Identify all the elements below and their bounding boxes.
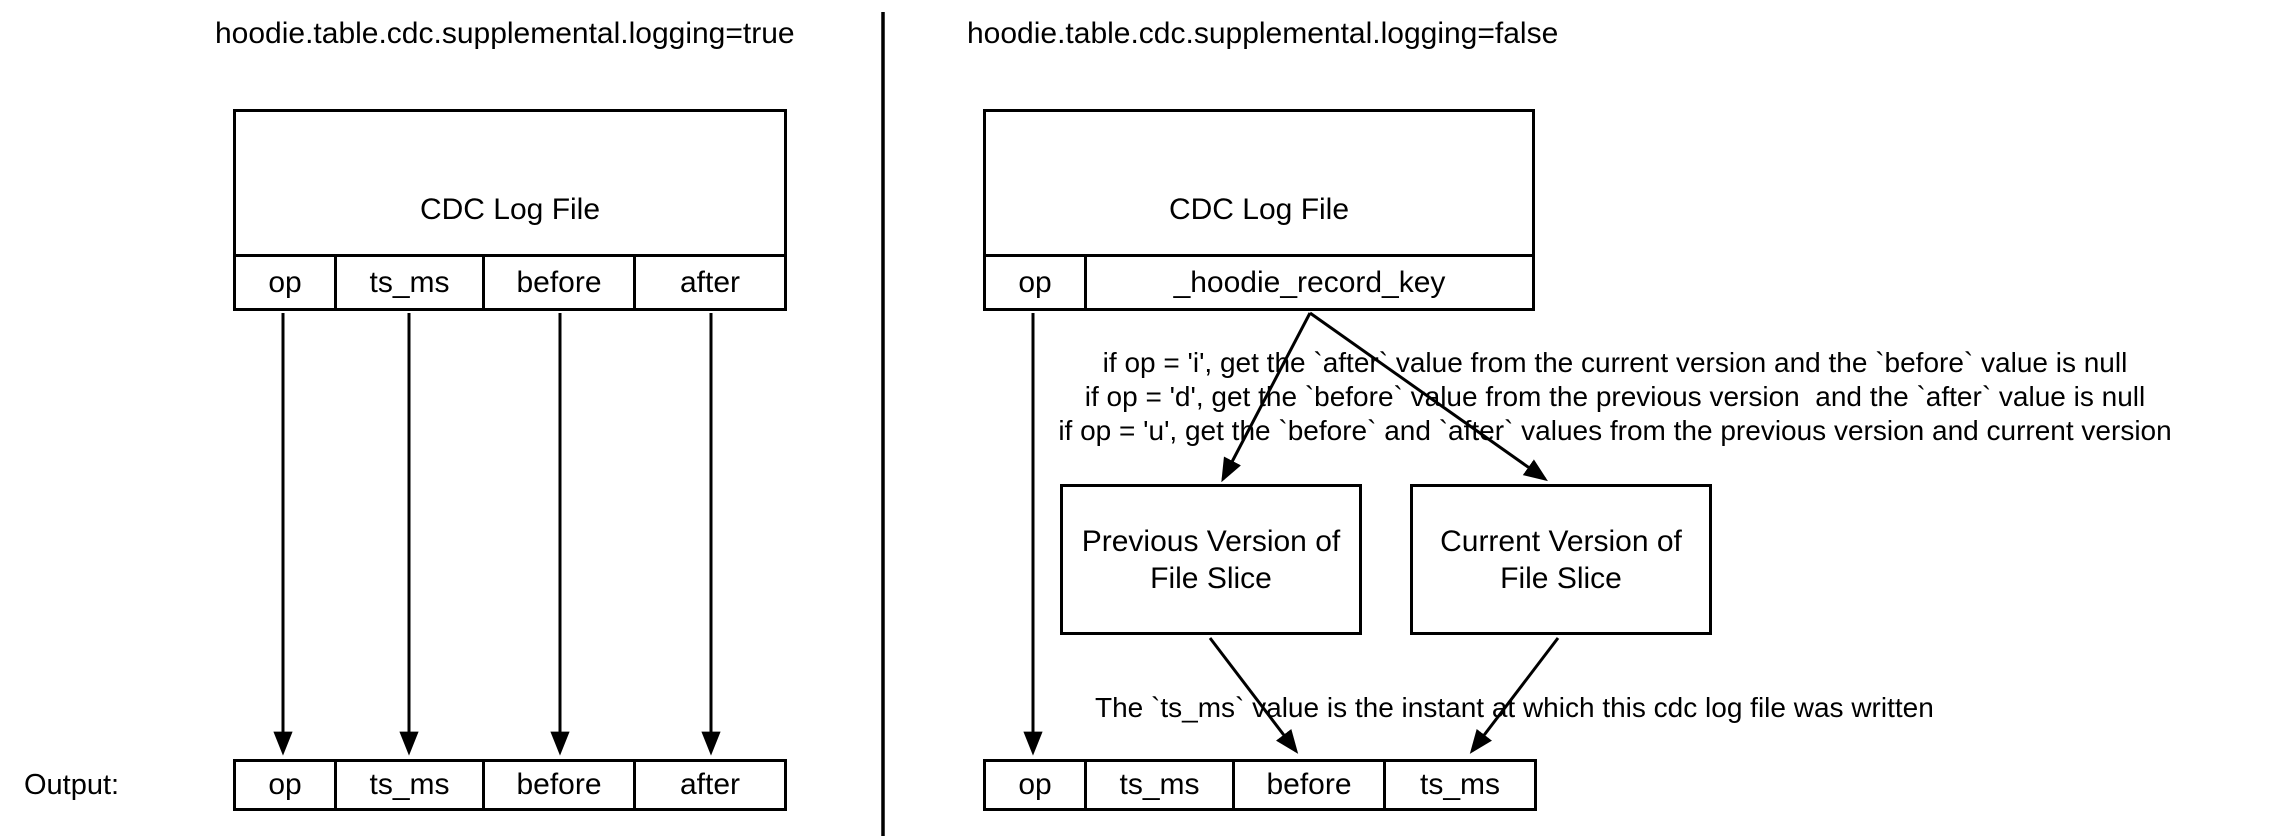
ts-ms-note: The `ts_ms` value is the instant at whic… bbox=[1095, 692, 1934, 723]
op-rule-insert: if op = 'i', get the `after` value from … bbox=[1102, 347, 2128, 378]
output-cell-op: op bbox=[268, 768, 302, 801]
right-config-title: hoodie.table.cdc.supplemental.logging=fa… bbox=[967, 17, 1559, 50]
column-cell-op: op bbox=[1018, 265, 1052, 299]
current-version-box: Current Version of File Slice bbox=[1410, 484, 1712, 635]
previous-version-box: Previous Version of File Slice bbox=[1060, 484, 1362, 635]
arrow-recordkey-to-current-version bbox=[1309, 311, 1548, 482]
left-config-title: hoodie.table.cdc.supplemental.logging=tr… bbox=[215, 17, 795, 50]
left-cdc-box-title: CDC Log File bbox=[419, 193, 601, 226]
output-cell-ts-ms: ts_ms bbox=[334, 762, 482, 808]
column-cell-before: before bbox=[482, 257, 633, 308]
output-cell-after: after bbox=[633, 762, 784, 808]
output-cell-before: before bbox=[1232, 762, 1383, 808]
column-cell-after: after bbox=[633, 257, 784, 308]
column-cell-record-key: _hoodie_record_key bbox=[1084, 257, 1532, 308]
op-rule-delete: if op = 'd', get the `before` value from… bbox=[1084, 381, 2146, 412]
column-cell-ts-ms: ts_ms bbox=[334, 257, 482, 308]
right-output-row: op ts_ms before ts_ms bbox=[983, 759, 1537, 811]
op-rule-update: if op = 'u', get the `before` and `after… bbox=[1058, 415, 2172, 446]
output-cell-before: before bbox=[482, 762, 633, 808]
left-cdc-column-strip: op ts_ms before after bbox=[236, 254, 784, 308]
left-cdc-log-file-box: CDC Log File op ts_ms before after bbox=[233, 109, 787, 311]
left-output-row: op ts_ms before after bbox=[233, 759, 787, 811]
output-label: Output: bbox=[24, 769, 120, 801]
output-cell-ts-ms-2: ts_ms bbox=[1383, 762, 1534, 808]
arrow-previous-version-to-before bbox=[1208, 637, 1299, 754]
arrow-recordkey-to-previous-version bbox=[1221, 312, 1312, 483]
right-cdc-box-title: CDC Log File bbox=[1168, 193, 1350, 226]
output-cell-op: op bbox=[1018, 768, 1052, 801]
output-cell-ts-ms: ts_ms bbox=[1084, 762, 1232, 808]
right-cdc-log-file-box: CDC Log File op _hoodie_record_key bbox=[983, 109, 1535, 311]
column-cell-op: op bbox=[268, 265, 302, 299]
right-cdc-column-strip: op _hoodie_record_key bbox=[986, 254, 1532, 308]
arrow-current-version-to-tsms bbox=[1469, 637, 1560, 754]
op-rules-text: if op = 'i', get the `after` value from … bbox=[990, 346, 2240, 448]
